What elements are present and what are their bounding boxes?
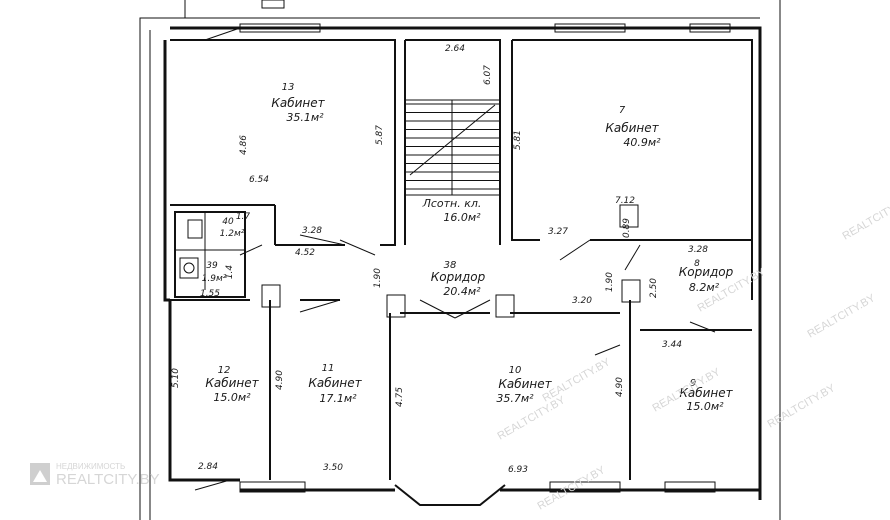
dim-607: 6.07 [483,65,493,85]
svg-text:35.7м²: 35.7м² [496,392,534,405]
dim-264: 2.64 [445,44,465,54]
dim-344: 3.44 [662,340,682,350]
room-8: 8 Коридор 8.2м² [679,259,734,294]
svg-text:35.1м²: 35.1м² [286,111,324,124]
svg-text:1.2м²: 1.2м² [220,229,245,239]
svg-text:Кабинет: Кабинет [205,376,259,390]
svg-text:7: 7 [619,105,626,116]
dim-452: 4.52 [295,248,315,258]
svg-text:40: 40 [222,217,234,227]
svg-text:REALTCITY.BY: REALTCITY.BY [806,292,878,341]
dim-284: 2.84 [198,462,218,472]
stairs [404,99,501,196]
svg-text:Кабинет: Кабинет [679,386,733,400]
dim-327: 3.27 [548,227,568,237]
svg-text:Коридор: Коридор [431,270,486,284]
svg-text:39: 39 [206,261,218,271]
svg-text:16.0м²: 16.0м² [443,211,481,224]
svg-text:9: 9 [690,378,696,389]
svg-text:10: 10 [509,365,522,376]
dim-328b: 3.28 [688,245,708,255]
room-10: 10 Кабинет 35.7м² [496,365,552,405]
svg-text:13: 13 [282,82,295,93]
dim-490b: 4.90 [615,377,625,397]
room-12: 12 Кабинет 15.0м² [205,365,259,404]
dim-475: 4.75 [395,387,405,407]
dim-190b: 1.90 [605,272,615,292]
svg-text:15.0м²: 15.0м² [213,391,251,404]
outer-frame [139,0,781,520]
dim-328a: 3.28 [302,226,322,236]
dim-510: 5.10 [171,368,181,388]
svg-text:Коридор: Коридор [679,265,734,279]
dim-581: 5.81 [513,130,523,150]
svg-text:REALTCITY.BY: REALTCITY.BY [766,382,838,431]
room-39: 39 1.9м² [202,261,227,284]
dim-250: 2.50 [649,278,659,298]
dim-587: 5.87 [375,125,385,145]
dim-712: 7.12 [615,196,635,206]
svg-text:REALTCITY.BY: REALTCITY.BY [56,471,160,488]
svg-text:Кабинет: Кабинет [308,376,362,390]
wc-block [174,211,246,298]
dim-693: 6.93 [508,465,528,475]
svg-text:20.4м²: 20.4м² [443,285,481,298]
svg-text:15.0м²: 15.0м² [686,400,724,413]
svg-text:REALTCITY.BY: REALTCITY.BY [841,194,890,243]
room-7: 7 Кабинет 40.9м² [605,105,661,149]
dim-17: 1.7 [236,212,251,222]
room-13: 13 Кабинет 35.1м² [271,82,325,124]
room-40: 40 1.2м² [220,217,245,239]
dim-155: 1.55 [200,289,220,299]
svg-text:1.9м²: 1.9м² [202,274,227,284]
dim-486: 4.86 [239,135,249,155]
svg-text:Лсотн. кл.: Лсотн. кл. [422,197,482,210]
svg-text:8: 8 [694,259,700,269]
svg-text:REALTCITY.BY: REALTCITY.BY [536,464,608,513]
svg-text:12: 12 [218,365,231,376]
doors [194,27,716,491]
dim-654: 6.54 [249,175,269,185]
svg-text:17.1м²: 17.1м² [319,392,357,405]
dim-320: 3.20 [572,296,592,306]
room-stairwell: Лсотн. кл. 16.0м² [422,197,482,224]
room-38: 38 Коридор 20.4м² [431,260,486,298]
room-11: 11 Кабинет 17.1м² [308,363,362,405]
svg-text:Кабинет: Кабинет [498,377,552,391]
walls [163,23,762,506]
dim-190a: 1.90 [373,268,383,288]
dim-350: 3.50 [323,463,343,473]
svg-text:НЕДВИЖИМОСТЬ: НЕДВИЖИМОСТЬ [56,462,125,471]
svg-text:11: 11 [322,363,335,374]
svg-text:8.2м²: 8.2м² [689,281,720,294]
dim-490a: 4.90 [275,370,285,390]
svg-text:38: 38 [444,260,457,271]
svg-text:Кабинет: Кабинет [271,96,325,110]
room-9: 9 Кабинет 15.0м² [679,378,733,413]
svg-text:40.9м²: 40.9м² [623,136,661,149]
dim-089: 0.89 [622,218,632,238]
svg-text:Кабинет: Кабинет [605,121,659,135]
dimension-labels: 2.64 6.07 5.87 5.81 4.86 6.54 7.12 0.89 … [171,44,708,475]
dim-14: 1.4 [225,265,235,280]
